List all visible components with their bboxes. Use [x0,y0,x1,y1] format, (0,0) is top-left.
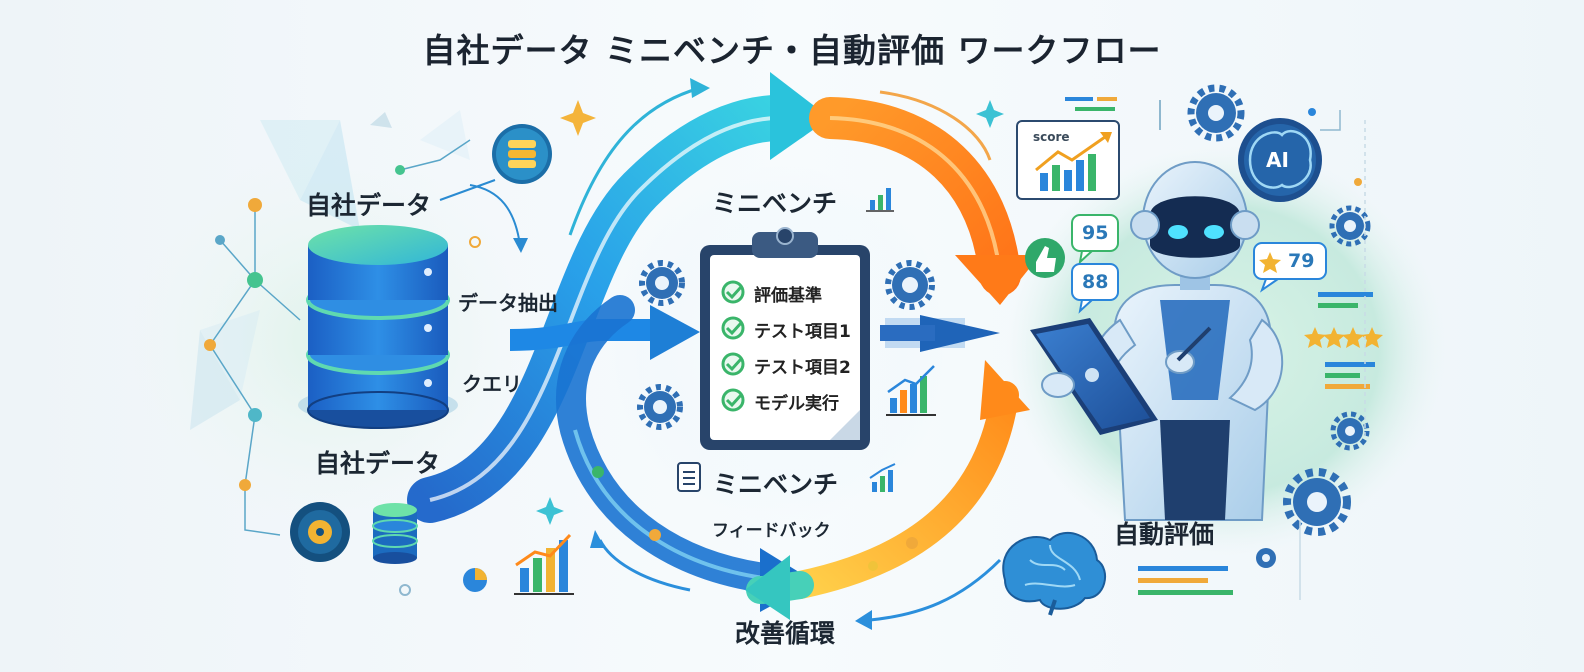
pie-chart-icon [463,568,487,592]
small-chart-icon [869,463,896,492]
center-arrowhead-left [650,305,700,360]
feedback-label: フィードバック [712,521,831,541]
data-extract-label: データ抽出 [458,291,558,315]
score-88: 88 [1082,271,1109,293]
star-icon [1304,327,1383,348]
gear-icon [644,267,928,423]
center-arrowhead-right [920,315,1000,352]
info-bars [1138,292,1375,595]
rating-79: 79 [1288,250,1315,272]
page-title: 自社データ ミニベンチ・自動評価 ワークフロー [422,31,1162,70]
database-small-icon [372,503,418,564]
orange-arrowhead [955,255,1040,305]
checklist-item-3: テスト項目2 [754,358,851,378]
database-bubble-icon [492,124,552,184]
checkmark-icons [721,280,745,412]
top-arrowhead [770,72,830,160]
mini-bench-label-top: ミニベンチ [712,189,838,218]
sparkle-icon [560,100,596,136]
score-bubble-95 [1071,214,1119,265]
mini-bench-label-bottom: ミニベンチ [713,470,839,499]
orange-return-arc [786,381,1019,599]
rating-bubble [1253,242,1327,293]
auto-eval-label: 自動評価 [1114,520,1215,549]
bar-chart-icon [866,188,894,212]
vinyl-disc-icon [290,502,350,562]
growth-chart-icon [886,365,936,416]
robot-icon [1030,161,1284,521]
improvement-cycle-label: 改善循環 [735,619,836,648]
small-clipboard-icon [677,462,701,492]
gear-icon-right [1187,84,1371,568]
database-icon [298,225,458,429]
checklist-item-1: 評価基準 [754,286,822,306]
ai-brain-badge [1238,118,1322,202]
checklist-item-2: テスト項目1 [754,322,851,342]
score-bubble-88 [1071,263,1119,314]
bar-chart-icon-bottom [514,533,574,595]
tablet-icon [1030,318,1158,435]
thumbs-up-icon [1025,238,1065,278]
network-node-dots [204,165,481,596]
score-card-label: score [1033,130,1070,144]
brain-icon [1002,531,1106,616]
query-label: クエリ [462,372,522,396]
stat-bars [1065,97,1161,130]
source-data-label-top: 自社データ [306,191,432,220]
checklist-item-4: モデル実行 [754,394,839,414]
source-data-label-bottom: 自社データ [315,449,441,478]
ai-badge-label: AI [1266,148,1289,172]
score-95: 95 [1082,222,1109,244]
score-card [1016,120,1120,200]
